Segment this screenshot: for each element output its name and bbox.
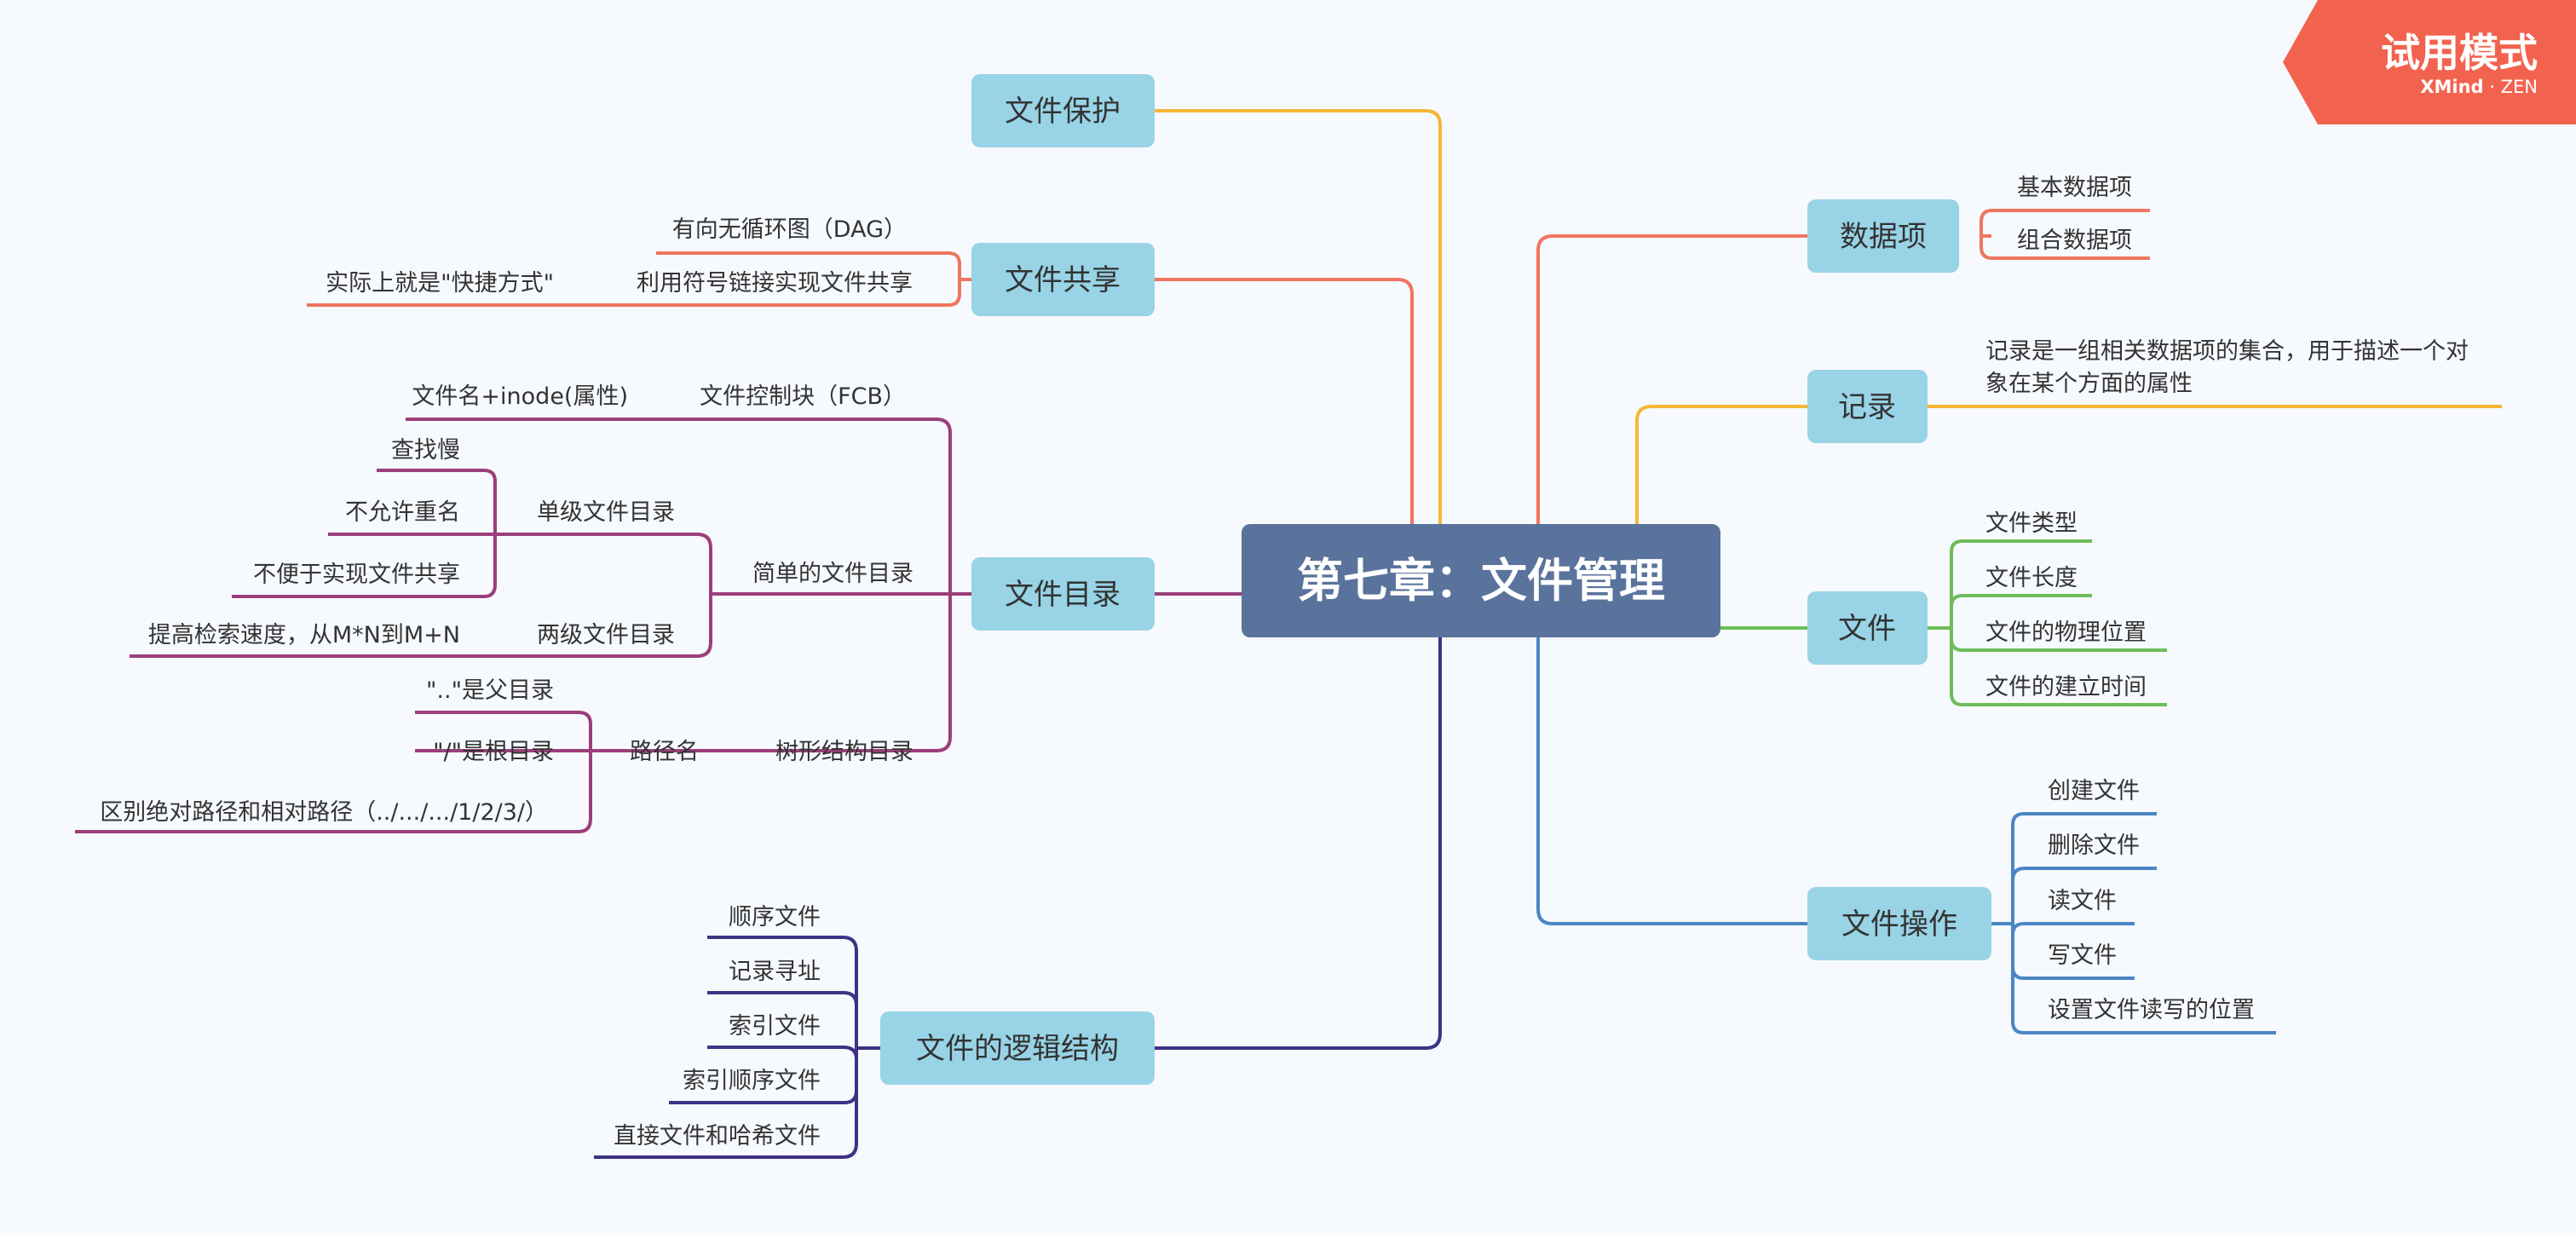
subtopic-logical-4[interactable]: 索引顺序文件 (683, 1068, 821, 1094)
subtopic-fcb[interactable]: 文件控制块（FCB） (700, 383, 906, 410)
central-topic-label: 第七章：文件管理 (1297, 554, 1665, 608)
subtopic-file-3[interactable]: 文件的物理位置 (1985, 619, 2147, 646)
trial-mode-title: 试用模式 (2381, 30, 2538, 76)
topic-dataitem-label: 数据项 (1840, 220, 1927, 254)
subtopic-dataitem-1[interactable]: 基本数据项 (2017, 175, 2132, 201)
subtopic-fileops-4[interactable]: 写文件 (2048, 942, 2117, 969)
topic-fileops-label: 文件操作 (1841, 907, 1957, 942)
subtopic-symlink[interactable]: 利用符号链接实现文件共享 (637, 270, 913, 297)
topic-record[interactable]: 记录 (1807, 370, 1928, 443)
topic-share-label: 文件共享 (1005, 263, 1121, 297)
subtopic-fileops-5[interactable]: 设置文件读写的位置 (2048, 997, 2255, 1023)
subtopic-logical-3[interactable]: 索引文件 (729, 1013, 821, 1040)
topic-protect-label: 文件保护 (1005, 95, 1121, 129)
connector-share (1155, 278, 1414, 524)
subtopic-shortcut[interactable]: 实际上就是"快捷方式" (326, 270, 554, 297)
share-lines (307, 251, 971, 307)
brand-name: XMind (2420, 77, 2483, 97)
topic-logical-label: 文件的逻辑结构 (916, 1032, 1119, 1066)
topic-record-label: 记录 (1838, 390, 1896, 424)
brand-separator-dot: · (2484, 77, 2501, 97)
topic-protect[interactable]: 文件保护 (971, 74, 1155, 147)
topic-file-label: 文件 (1838, 612, 1896, 646)
topic-logical[interactable]: 文件的逻辑结构 (880, 1011, 1155, 1085)
subtopic-logical-1[interactable]: 顺序文件 (729, 904, 821, 931)
central-connectors (1155, 109, 1807, 1050)
fileops-lines (1991, 812, 2276, 1034)
connector-logical (1155, 637, 1442, 1050)
subtopic-path-item-2[interactable]: "/"是根目录 (433, 739, 554, 765)
subtopic-fileops-2[interactable]: 删除文件 (2048, 833, 2140, 859)
subtopic-two-dir[interactable]: 两级文件目录 (537, 622, 675, 648)
subtopic-two-detail[interactable]: 提高检索速度，从M*N到M+N (148, 622, 460, 648)
topic-directory[interactable]: 文件目录 (971, 557, 1155, 631)
dataitem-lines (1980, 209, 2150, 260)
topic-fileops[interactable]: 文件操作 (1807, 887, 1991, 960)
trial-mode-brand-line: XMind · ZEN (2420, 77, 2538, 97)
trial-mode-badge[interactable]: 试用模式 XMind · ZEN (2283, 0, 2576, 124)
directory-lines (75, 418, 971, 833)
subtopic-file-4[interactable]: 文件的建立时间 (1985, 674, 2147, 700)
subtopic-file-2[interactable]: 文件长度 (1985, 565, 2078, 591)
file-lines (1928, 539, 2167, 706)
subtopic-labels: 有向无循环图（DAG） 利用符号链接实现文件共享 实际上就是"快捷方式" 文件控… (100, 175, 2469, 1149)
subtopic-single-item-2[interactable]: 不允许重名 (345, 499, 460, 526)
connector-record (1635, 405, 1807, 524)
topic-share[interactable]: 文件共享 (971, 243, 1155, 316)
subtopic-fileops-1[interactable]: 创建文件 (2048, 778, 2140, 804)
topic-directory-label: 文件目录 (1005, 578, 1121, 612)
subtopic-fcb-detail[interactable]: 文件名+inode(属性) (412, 383, 628, 410)
topic-dataitem[interactable]: 数据项 (1807, 199, 1959, 273)
topic-file[interactable]: 文件 (1807, 591, 1928, 665)
subtopic-single-item-1[interactable]: 查找慢 (391, 437, 460, 464)
subtopic-path[interactable]: 路径名 (630, 739, 699, 765)
logical-lines (594, 936, 880, 1159)
subtopic-path-item-3[interactable]: 区别绝对路径和相对路径（../.../.../1/2/3/） (100, 799, 548, 826)
connector-protect (1155, 109, 1442, 524)
subtopic-single-item-3[interactable]: 不便于实现文件共享 (253, 562, 460, 588)
subtopic-fileops-3[interactable]: 读文件 (2048, 888, 2117, 914)
subtopic-record-desc-2[interactable]: 象在某个方面的属性 (1985, 371, 2193, 397)
subtopic-record-desc-1[interactable]: 记录是一组相关数据项的集合，用于描述一个对 (1985, 338, 2469, 365)
subtopic-dag[interactable]: 有向无循环图（DAG） (672, 216, 907, 243)
subtopic-path-item-1[interactable]: ".."是父目录 (426, 677, 554, 704)
subtopic-tree-dir[interactable]: 树形结构目录 (775, 739, 913, 765)
subtopic-logical-5[interactable]: 直接文件和哈希文件 (614, 1123, 821, 1149)
subtopic-logical-2[interactable]: 记录寻址 (729, 959, 821, 985)
subtopic-dataitem-2[interactable]: 组合数据项 (2017, 228, 2132, 254)
subtopic-simple-dir[interactable]: 简单的文件目录 (752, 561, 913, 587)
central-topic[interactable]: 第七章：文件管理 (1242, 524, 1720, 637)
connector-fileops (1536, 637, 1807, 925)
brand-edition: ZEN (2501, 77, 2538, 97)
connector-dataitem (1536, 234, 1807, 524)
subtopic-single-dir[interactable]: 单级文件目录 (537, 499, 675, 526)
subtopic-file-1[interactable]: 文件类型 (1985, 510, 2078, 537)
